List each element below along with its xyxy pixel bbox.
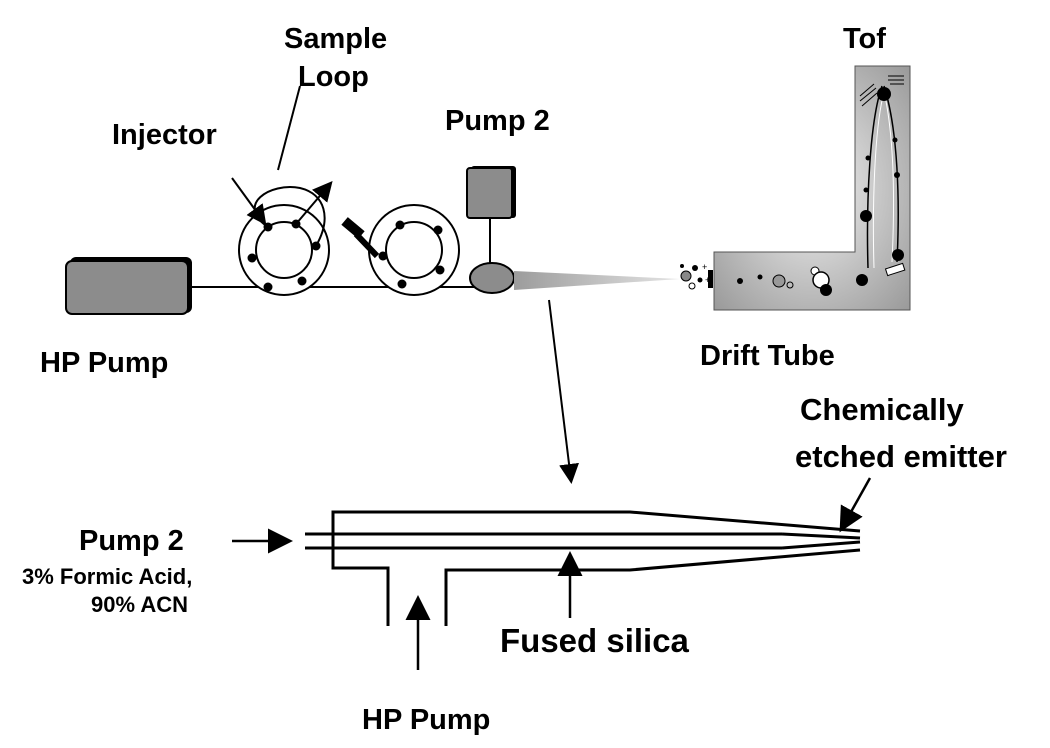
label-solvent-2: 90% ACN	[91, 592, 188, 617]
injector-valve	[238, 204, 330, 296]
loop-outlet-arrow	[295, 180, 333, 225]
spray-plume	[514, 271, 680, 290]
injector-pointer-arrow	[231, 177, 267, 226]
label-pump2-top: Pump 2	[445, 105, 550, 137]
sample-loop-pointer-line	[277, 85, 301, 171]
detail-pointer-arrow	[548, 299, 579, 484]
tof-flight-path	[859, 75, 906, 277]
drift-tube-ions	[737, 266, 868, 296]
label-tof: Tof	[843, 23, 886, 55]
label-solvent-1: 3% Formic Acid,	[22, 564, 192, 589]
label-pump2-bottom: Pump 2	[79, 525, 184, 557]
mixing-tee	[469, 262, 515, 294]
label-fused-silica: Fused silica	[500, 622, 690, 659]
emitter-tip-arrow	[839, 477, 872, 533]
ion-cloud-icon: + +	[680, 262, 713, 290]
second-valve	[368, 204, 460, 296]
hp-pump-box	[65, 257, 192, 315]
emitter-assembly	[305, 510, 861, 626]
drift-tube-tof-body	[713, 65, 911, 311]
label-sample-loop-1: Sample	[284, 23, 387, 55]
label-emitter-1: Chemically	[800, 392, 964, 427]
label-sample-loop-2: Loop	[298, 61, 369, 93]
pump2-box	[466, 166, 516, 219]
label-hp-pump-top: HP Pump	[40, 347, 168, 379]
label-emitter-2: etched emitter	[795, 439, 1007, 474]
svg-text:+: +	[702, 262, 707, 272]
label-drift-tube: Drift Tube	[700, 340, 835, 372]
label-hp-pump-bottom: HP Pump	[362, 704, 490, 736]
valve-actuator-icon	[341, 217, 380, 259]
svg-text:+: +	[705, 275, 710, 285]
label-injector: Injector	[112, 119, 217, 151]
